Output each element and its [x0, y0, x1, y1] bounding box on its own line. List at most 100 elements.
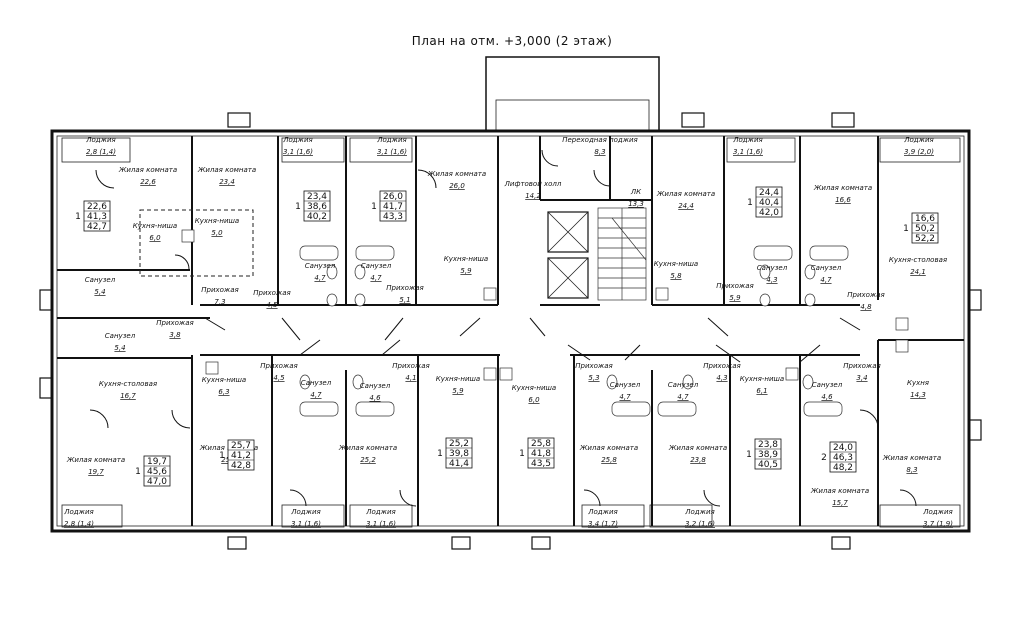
room-label: Жилая комната 25,2: [338, 444, 397, 464]
apartment-table-frame: [911, 212, 939, 244]
room-name: Кухня-ниша: [133, 222, 177, 230]
apartment-area-value: 42,0: [759, 208, 779, 218]
room-area: 6,3: [218, 388, 229, 396]
room-name: Лоджия: [365, 508, 395, 516]
room-area: 4,5: [266, 301, 278, 309]
apartment-area-value: 41,3: [87, 212, 107, 222]
apartment-table: 119,745,647,0: [135, 455, 171, 487]
room-area: 4,7: [314, 274, 326, 282]
apartment-table: 224,046,348,2: [821, 441, 857, 473]
room-name: Кухня-ниша: [654, 260, 698, 268]
room-name: Санузел: [305, 262, 336, 270]
apartment-table: 125,741,242,8: [219, 439, 255, 471]
room-area: 8,3: [906, 466, 917, 474]
room-area: 8,3: [594, 148, 605, 156]
room-name: Кухня-ниша: [740, 375, 784, 383]
room-name: Прихожая: [575, 362, 613, 370]
plan-title: План на отм. +3,000 (2 этаж): [411, 34, 613, 48]
room-name: Жилая комната: [656, 190, 715, 198]
apartment-room-count: 1: [437, 449, 443, 459]
room-name: Санузел: [301, 379, 332, 387]
apartment-area-value: 23,8: [758, 440, 778, 450]
room-area: 4,7: [677, 393, 689, 401]
room-area: 3,4: [856, 374, 867, 382]
room-area: 5,8: [670, 272, 682, 280]
room-area: 3,1 (1,6): [733, 148, 763, 156]
room-name: Санузел: [757, 264, 788, 272]
apartment-area-value: 46,3: [833, 453, 853, 463]
apartment-table: 126,041,743,3: [371, 190, 407, 222]
room-name: Прихожая: [386, 284, 424, 292]
apartment-table-frame: [143, 455, 171, 487]
apartment-room-count: 2: [821, 453, 827, 463]
room-area: 4,7: [370, 274, 382, 282]
room-name: Жилая комната: [338, 444, 397, 452]
room-name: Санузел: [105, 332, 136, 340]
room-name: Лоджия: [732, 136, 762, 144]
apartment-area-value: 40,5: [758, 460, 778, 470]
room-area: 25,2: [360, 456, 376, 464]
room-label: Жилая комната 26,0: [427, 170, 486, 190]
apartment-table-frame: [829, 441, 857, 473]
room-area: 26,0: [449, 182, 465, 190]
room-name: Лоджия: [282, 136, 312, 144]
transition-balcony: [485, 56, 660, 132]
room-name: Кухня-ниша: [436, 375, 480, 383]
apartment-area-value: 25,7: [231, 441, 251, 451]
apartment-room-count: 1: [903, 224, 909, 234]
room-area: 7,3: [214, 298, 225, 306]
room-label: Прихожая 4,5: [253, 289, 291, 309]
apartment-area-value: 40,4: [759, 198, 779, 208]
room-name: Жилая комната: [427, 170, 486, 178]
apartment-area-value: 43,5: [531, 459, 551, 469]
room-label: Прихожая 3,4: [843, 362, 881, 382]
room-name: Лоджия: [290, 508, 320, 516]
apartment-area-value: 19,7: [147, 457, 167, 467]
room-name: Прихожая: [253, 289, 291, 297]
loggias-top: [61, 137, 961, 163]
room-area: 25,8: [601, 456, 617, 464]
room-area: 3,4 (1,7): [588, 520, 618, 528]
room-area: 4,7: [820, 276, 832, 284]
room-area: 4,7: [619, 393, 631, 401]
room-name: Прихожая: [847, 291, 885, 299]
apartment-table-frame: [303, 190, 331, 222]
room-area: 23,4: [219, 178, 235, 186]
apartment-area-value: 25,2: [449, 439, 469, 449]
apartment-room-count: 1: [219, 451, 225, 461]
apartment-area-value: 24,0: [833, 443, 853, 453]
apartment-area-value: 38,6: [307, 202, 327, 212]
room-area: 13,3: [628, 200, 644, 208]
room-area: 22,6: [140, 178, 156, 186]
room-name: Прихожая: [843, 362, 881, 370]
apartment-area-value: 45,6: [147, 467, 167, 477]
apartment-table: 124,440,442,0: [747, 186, 783, 218]
apartment-table-frame: [755, 186, 783, 218]
apartment-area-value: 43,3: [383, 212, 403, 222]
apartment-area-value: 26,0: [383, 192, 403, 202]
apartment-room-count: 1: [746, 450, 752, 460]
room-name: Прихожая: [703, 362, 741, 370]
